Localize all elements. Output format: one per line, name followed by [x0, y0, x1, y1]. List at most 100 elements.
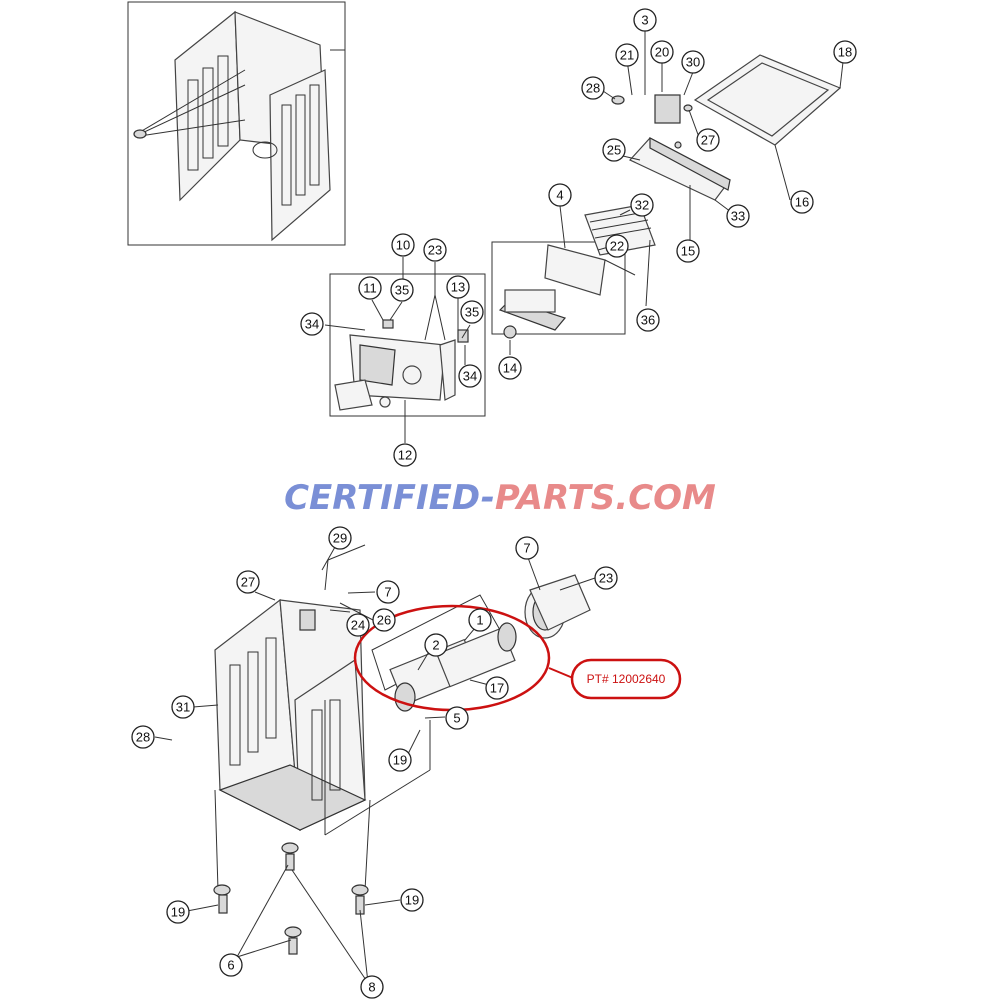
callout-34-right[interactable]: 34: [458, 364, 482, 388]
inset-cabinet-frame: [127, 1, 346, 246]
svg-text:7: 7: [384, 585, 391, 600]
callout-23-top[interactable]: 23: [423, 238, 447, 262]
control-board-frame: [491, 241, 636, 335]
svg-text:22: 22: [610, 239, 624, 254]
svg-text:35: 35: [395, 283, 409, 298]
callout-1[interactable]: 1: [468, 608, 492, 632]
callout-20[interactable]: 20: [650, 40, 674, 64]
svg-text:14: 14: [503, 361, 517, 376]
switch-assembly: [611, 94, 693, 149]
bottom-cabinet: [214, 544, 367, 832]
callout-34-left[interactable]: 34: [300, 312, 324, 336]
svg-text:5: 5: [453, 711, 460, 726]
watermark-logo: CERTIFIED-PARTS.COM: [284, 478, 716, 518]
svg-text:27: 27: [701, 133, 715, 148]
svg-text:23: 23: [428, 243, 442, 258]
leveling-legs: [213, 789, 371, 955]
svg-text:17: 17: [490, 681, 504, 696]
watermark-part2: PARTS.COM: [495, 478, 716, 518]
svg-text:34: 34: [463, 369, 477, 384]
callout-4[interactable]: 4: [548, 183, 572, 207]
callout-10[interactable]: 10: [391, 233, 415, 257]
svg-text:25: 25: [607, 143, 621, 158]
svg-text:32: 32: [635, 198, 649, 213]
callout-24[interactable]: 24: [346, 613, 370, 637]
callout-17[interactable]: 17: [485, 676, 509, 700]
svg-text:36: 36: [641, 313, 655, 328]
callout-18[interactable]: 18: [833, 40, 857, 64]
svg-text:20: 20: [655, 45, 669, 60]
svg-text:28: 28: [136, 730, 150, 745]
svg-text:16: 16: [795, 195, 809, 210]
dispenser-bracket: [629, 137, 736, 240]
callout-30[interactable]: 30: [681, 50, 705, 74]
callout-12[interactable]: 12: [393, 443, 417, 467]
svg-text:27: 27: [241, 575, 255, 590]
svg-text:23: 23: [599, 571, 613, 586]
svg-text:34: 34: [305, 317, 319, 332]
callout-19-left[interactable]: 19: [166, 900, 190, 924]
callout-5[interactable]: 5: [445, 706, 469, 730]
callout-33[interactable]: 33: [726, 204, 750, 228]
callout-7-left[interactable]: 7: [376, 580, 400, 604]
knob-part: [503, 325, 517, 339]
svg-text:35: 35: [465, 305, 479, 320]
part-number-badge[interactable]: [570, 658, 682, 700]
callout-27-bottom[interactable]: 27: [236, 570, 260, 594]
callout-15[interactable]: 15: [676, 239, 700, 263]
callout-19-mid[interactable]: 19: [388, 748, 412, 772]
svg-text:4: 4: [556, 188, 563, 203]
svg-text:11: 11: [363, 281, 377, 296]
svg-text:31: 31: [176, 700, 190, 715]
callout-8[interactable]: 8: [360, 975, 384, 999]
svg-text:13: 13: [451, 280, 465, 295]
callout-27-top[interactable]: 27: [696, 128, 720, 152]
callout-28-top[interactable]: 28: [581, 76, 605, 100]
callout-31[interactable]: 31: [171, 695, 195, 719]
svg-text:28: 28: [586, 81, 600, 96]
svg-text:7: 7: [523, 541, 530, 556]
callout-26[interactable]: 25: [602, 138, 626, 162]
callouts: 3 21 20 30 28 18 27 25 16 33 15 4 32 22 …: [131, 8, 857, 999]
svg-text:21: 21: [620, 48, 634, 63]
front-drum-seal: [524, 574, 591, 639]
svg-text:6: 6: [227, 958, 234, 973]
svg-text:19: 19: [393, 753, 407, 768]
svg-text:12: 12: [398, 448, 412, 463]
callout-6[interactable]: 6: [219, 953, 243, 977]
svg-text:10: 10: [396, 238, 410, 253]
callout-29[interactable]: 29: [328, 526, 352, 550]
svg-text:19: 19: [405, 893, 419, 908]
callout-23-bottom[interactable]: 23: [594, 566, 618, 590]
svg-text:3: 3: [641, 13, 648, 28]
callout-36[interactable]: 36: [636, 308, 660, 332]
callout-14[interactable]: 14: [498, 356, 522, 380]
svg-text:8: 8: [368, 980, 375, 995]
top-lid: [693, 54, 844, 201]
callout-35-left[interactable]: 35: [390, 278, 414, 302]
callout-3[interactable]: 3: [633, 8, 657, 32]
callout-2[interactable]: 2: [424, 633, 448, 657]
display-board: [584, 204, 656, 256]
callout-28-bottom[interactable]: 28: [131, 725, 155, 749]
watermark-part1: CERTIFIED-: [284, 478, 495, 518]
callout-35-right[interactable]: 35: [460, 300, 484, 324]
callout-13[interactable]: 13: [446, 275, 470, 299]
svg-text:15: 15: [681, 244, 695, 259]
svg-text:2: 2: [432, 638, 439, 653]
callout-16[interactable]: 16: [790, 190, 814, 214]
svg-text:33: 33: [731, 209, 745, 224]
callout-19-right[interactable]: 19: [400, 888, 424, 912]
callout-7-right[interactable]: 7: [515, 536, 539, 560]
svg-text:24: 24: [351, 618, 365, 633]
callout-32[interactable]: 32: [630, 193, 654, 217]
svg-text:18: 18: [838, 45, 852, 60]
callout-11[interactable]: 11: [358, 276, 382, 300]
callout-22[interactable]: 22: [605, 234, 629, 258]
svg-text:29: 29: [333, 531, 347, 546]
callout-21[interactable]: 21: [615, 43, 639, 67]
svg-text:26: 26: [377, 613, 391, 628]
svg-text:30: 30: [686, 55, 700, 70]
callout-25[interactable]: 26: [372, 608, 396, 632]
svg-text:1: 1: [476, 613, 483, 628]
